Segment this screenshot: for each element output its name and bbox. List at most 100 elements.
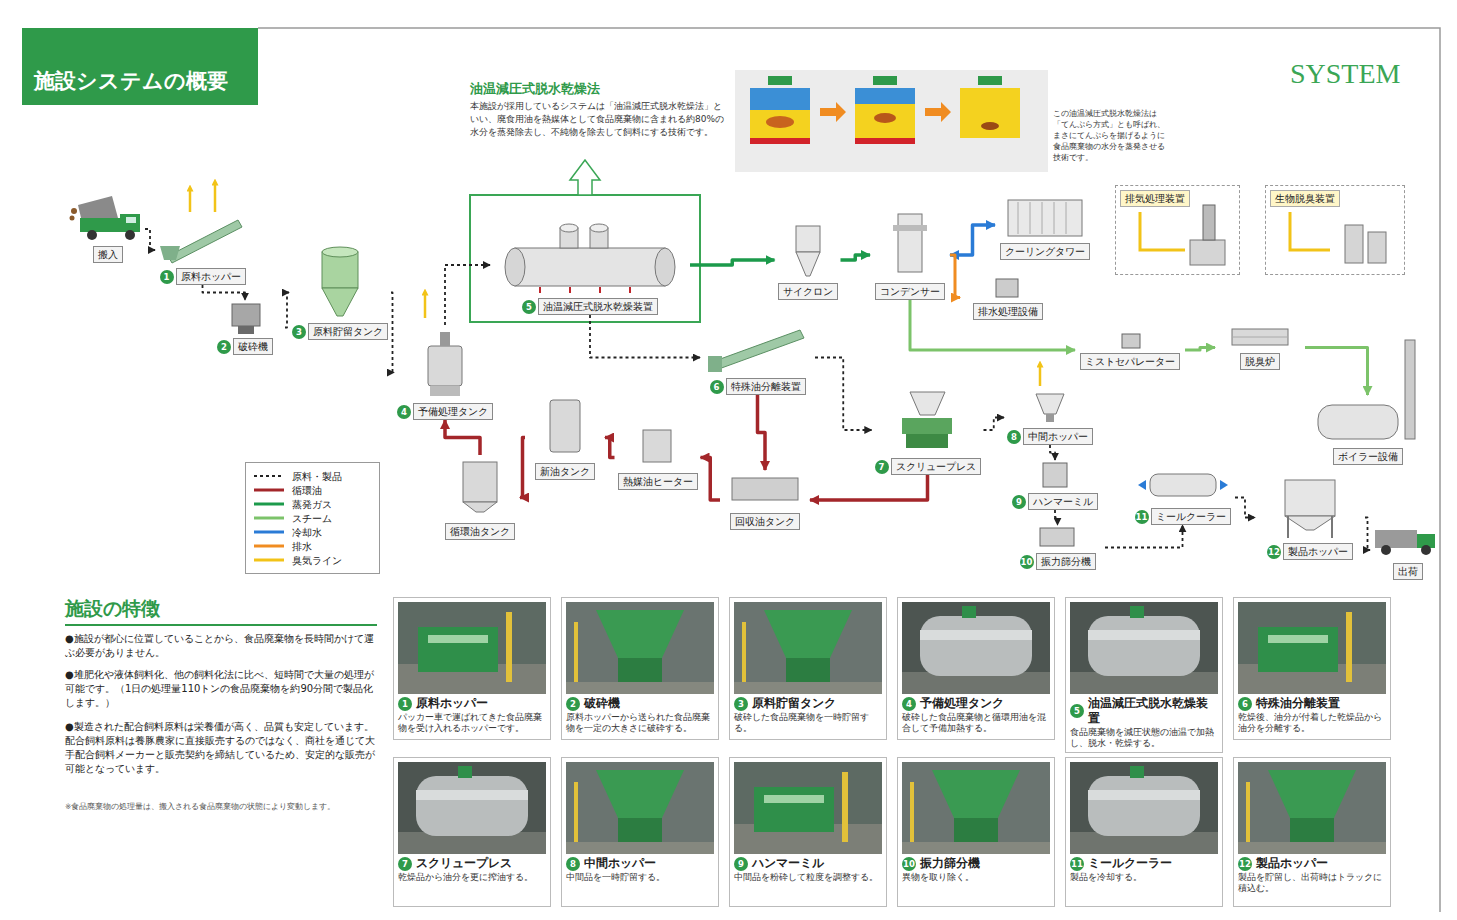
equipment-box: クーリングタワー — [995, 190, 1095, 260]
legend-swatch — [252, 513, 286, 523]
feature-bullet: ●施設が都心に位置していることから、食品廃棄物を長時間かけて運ぶ必要がありません… — [65, 632, 377, 660]
equipment-label: 予備処理タンク — [413, 403, 493, 420]
equipment-description: パッカー車で運ばれてきた食品廃棄物を受け入れるホッパーです。 — [398, 712, 546, 734]
up-arrow — [570, 160, 600, 195]
pipe-line — [445, 420, 480, 455]
equipment-name: 振力篩分機 — [920, 856, 980, 871]
callout-number: 1 — [160, 270, 174, 284]
equipment-box: 新油タンク — [525, 395, 605, 480]
equipment-box: 出荷 — [1370, 520, 1445, 580]
equipment-box: 9ハンマーミル — [1009, 460, 1101, 510]
equipment-label: ボイラー設備 — [1333, 448, 1403, 465]
equipment-description: 乾燥後、油分が付着した乾燥品から油分を分離する。 — [1238, 712, 1386, 734]
pipe-line — [950, 225, 995, 255]
equipment-name: 原料貯留タンク — [752, 696, 836, 711]
equipment-box: 4予備処理タンク — [394, 325, 496, 420]
equipment-label: ミストセパレーター — [1080, 353, 1180, 370]
callout-number: 8 — [1007, 430, 1021, 444]
callout-number: 1 — [398, 697, 412, 711]
pipe-line — [810, 475, 928, 500]
equipment-label: 回収油タンク — [730, 513, 800, 530]
equipment-box: 1原料ホッパー — [155, 215, 250, 285]
equipment-label: 特殊油分離装置 — [726, 378, 806, 395]
equipment-box: 脱臭炉 — [1215, 325, 1305, 370]
equipment-label: 原料貯留タンク — [308, 323, 388, 340]
pipe-line — [1235, 498, 1255, 518]
photo-card: 12製品ホッパー製品を貯留し、出荷時はトラックに積込む。 — [1233, 757, 1391, 907]
pipe-line — [984, 418, 1005, 431]
callout-number: 5 — [1070, 704, 1084, 718]
process-frame — [470, 195, 700, 322]
equipment-label: 出荷 — [1393, 563, 1423, 580]
equipment-box: 10振力篩分機 — [1010, 525, 1105, 570]
legend-text: 臭気ライン — [292, 554, 342, 567]
photo-card: 5油温減圧式脱水乾燥装置食品廃棄物を減圧状態の油温で加熱し、脱水・乾燥する。 — [1065, 597, 1223, 753]
legend-row: スチーム — [252, 511, 373, 525]
pipe-line — [841, 255, 871, 260]
equipment-name: 原料ホッパー — [416, 696, 488, 711]
equipment-box: 排水処理設備 — [960, 275, 1055, 320]
feature-bullet: ●製造された配合飼料原料は栄養価が高く、品質も安定しています。配合飼料原料は養豚… — [65, 720, 377, 776]
frame-heading: 生物脱臭装置 — [1270, 190, 1340, 207]
callout-number: 10 — [902, 857, 916, 871]
callout-number: 8 — [566, 857, 580, 871]
equipment-label: 熱媒油ヒーター — [618, 473, 698, 490]
equipment-label: 脱臭炉 — [1240, 353, 1280, 370]
equipment-box: コンデンサー — [870, 210, 950, 300]
legend-swatch — [252, 471, 286, 481]
equipment-label: ミールクーラー — [1151, 508, 1231, 525]
equipment-description: 破砕した食品廃棄物と循環用油を混合して予備加熱する。 — [902, 712, 1050, 734]
legend-swatch — [252, 485, 286, 495]
photo-card: 6特殊油分離装置乾燥後、油分が付着した乾燥品から油分を分離する。 — [1233, 597, 1391, 740]
pipe-line — [605, 438, 615, 458]
equipment-name: 中間ホッパー — [584, 856, 656, 871]
equipment-label: 新油タンク — [535, 463, 595, 480]
legend-row: 排水 — [252, 539, 373, 553]
pipe-line — [815, 358, 872, 431]
pipe-line — [910, 300, 1075, 350]
pipe-line — [520, 438, 525, 498]
pipe-line — [445, 265, 490, 325]
equipment-label: 原料ホッパー — [176, 268, 246, 285]
legend-text: 冷却水 — [292, 526, 322, 539]
callout-number: 2 — [217, 340, 231, 354]
callout-number: 9 — [1012, 495, 1026, 509]
equipment-box: 搬入 — [70, 195, 145, 263]
equipment-box: 7スクリュープレス — [872, 385, 984, 475]
equipment-label: スクリュープレス — [891, 458, 981, 475]
equipment-description: 破砕した食品廃棄物を一時貯留する。 — [734, 712, 882, 734]
section-title: SYSTEM — [1290, 58, 1440, 90]
legend-text: スチーム — [292, 512, 332, 525]
pipe-line — [1365, 518, 1370, 551]
equipment-box: 8中間ホッパー — [1004, 390, 1096, 445]
legend-box: 原料・製品循環油蒸発ガススチーム冷却水排水臭気ライン — [245, 462, 380, 574]
equipment-name: 破砕機 — [584, 696, 620, 711]
equipment-frame: 生物脱臭装置 — [1265, 185, 1405, 275]
pipe-line — [950, 255, 960, 298]
title-bar: 施設システムの概要 — [22, 28, 258, 105]
legend-swatch — [252, 499, 286, 509]
photo-card: 10振力篩分機異物を取り除く。 — [897, 757, 1055, 907]
features-heading: 施設の特徴 — [65, 596, 377, 626]
legend-row: 冷却水 — [252, 525, 373, 539]
equipment-label: コンデンサー — [875, 283, 945, 300]
callout-number: 9 — [734, 857, 748, 871]
pipe-line — [285, 293, 289, 328]
pipe-line — [1185, 348, 1215, 351]
callout-number: 12 — [1267, 545, 1281, 559]
callout-number: 3 — [292, 325, 306, 339]
equipment-label: 中間ホッパー — [1023, 428, 1093, 445]
equipment-box: 11ミールクーラー — [1130, 470, 1235, 525]
equipment-name: ハンマーミル — [752, 856, 824, 871]
callout-number: 11 — [1135, 510, 1149, 524]
legend-row: 原料・製品 — [252, 469, 373, 483]
legend-text: 蒸発ガス — [292, 498, 332, 511]
pipe-line — [758, 395, 766, 470]
pipe-line — [203, 285, 246, 300]
equipment-description: 製品を冷却する。 — [1070, 872, 1218, 883]
pipe-line — [145, 229, 155, 250]
callout-number: 11 — [1070, 857, 1084, 871]
callout-number: 7 — [875, 460, 889, 474]
title-text: 施設システムの概要 — [34, 67, 228, 95]
photo-card: 9ハンマーミル中間品を粉砕して粒度を調整する。 — [729, 757, 887, 907]
